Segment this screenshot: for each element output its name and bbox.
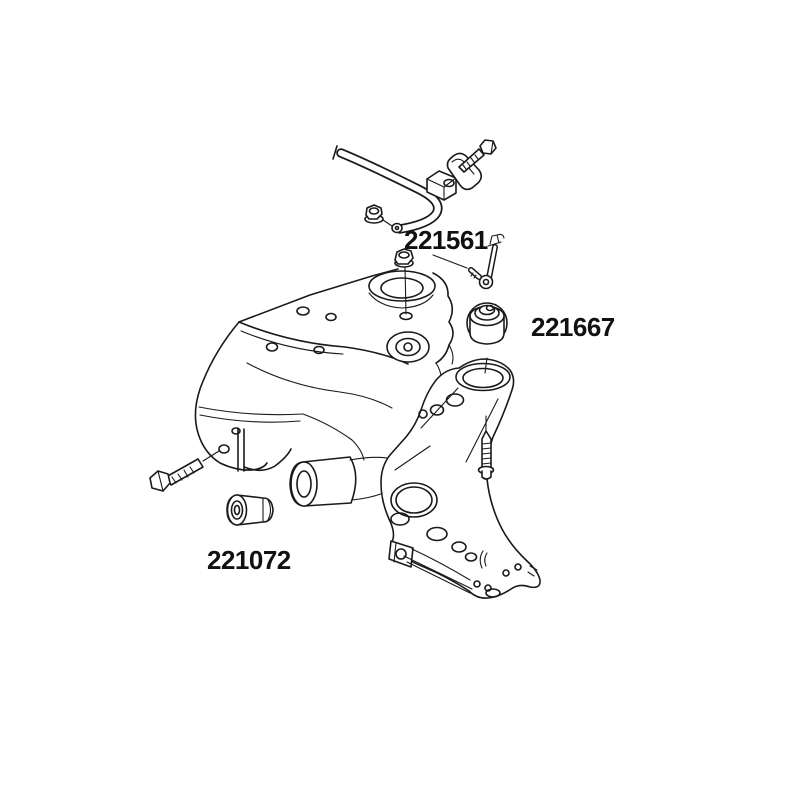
front-bush-drawing	[226, 494, 274, 526]
control-arm-drawing	[289, 358, 541, 599]
leader-line-221561	[432, 254, 468, 269]
rear-bush-drawing	[469, 304, 505, 345]
drop-link-drawing	[468, 233, 505, 290]
subframe-drawing	[194, 248, 454, 472]
part-label-221072: 221072	[207, 545, 291, 575]
highlight-221667	[466, 302, 508, 374]
part-label-221561: 221561	[404, 225, 488, 255]
subframe-nut	[394, 248, 414, 268]
bracket-bolt	[458, 139, 497, 173]
highlight-221072	[226, 494, 274, 526]
subframe-bolt	[149, 450, 220, 492]
assembly-line-221667	[484, 357, 488, 374]
part-label-221667: 221667	[531, 312, 615, 342]
stabilizer-nut	[364, 204, 393, 227]
arm-front-bush-housing	[289, 456, 389, 507]
arm-screw	[477, 415, 495, 480]
stabilizer-bar-drawing	[332, 145, 443, 234]
stabilizer-bush-drawing	[426, 170, 457, 201]
